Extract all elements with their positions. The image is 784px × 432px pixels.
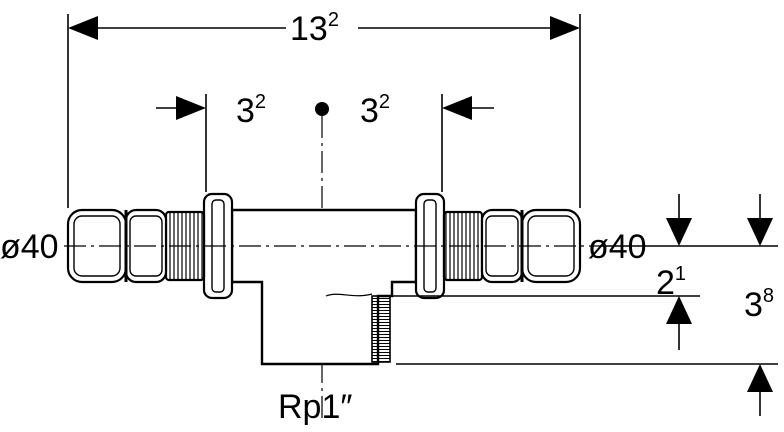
total-height-label: 38 bbox=[744, 285, 774, 324]
height-dimensions bbox=[392, 194, 778, 416]
right-diameter-label: ø40 bbox=[588, 228, 647, 266]
overall-length-label: 132 bbox=[290, 9, 339, 48]
total-height-arrow-down bbox=[747, 218, 773, 246]
right-offset-arrowhead bbox=[442, 96, 472, 120]
left-diameter-label: ø40 bbox=[0, 228, 59, 266]
arrowhead-left bbox=[68, 16, 98, 40]
center-point-marker bbox=[315, 102, 329, 116]
total-height-arrow-up bbox=[747, 364, 773, 392]
upper-height-label: 21 bbox=[656, 263, 686, 302]
upper-height-arrow-up bbox=[666, 296, 692, 324]
thread-hatching bbox=[371, 295, 391, 363]
right-center-offset-label: 32 bbox=[360, 91, 390, 130]
overall-length-dimension bbox=[67, 14, 581, 208]
upper-height-arrow-down bbox=[666, 218, 692, 246]
center-offset-dimensions bbox=[156, 94, 494, 418]
arrowhead-right bbox=[550, 16, 580, 40]
thread-size-label: Rp1″ bbox=[278, 388, 352, 426]
outlet-break-line bbox=[325, 293, 373, 297]
left-center-offset-label: 32 bbox=[236, 91, 266, 130]
threaded-outlet bbox=[325, 293, 391, 363]
left-offset-arrowhead bbox=[176, 96, 206, 120]
